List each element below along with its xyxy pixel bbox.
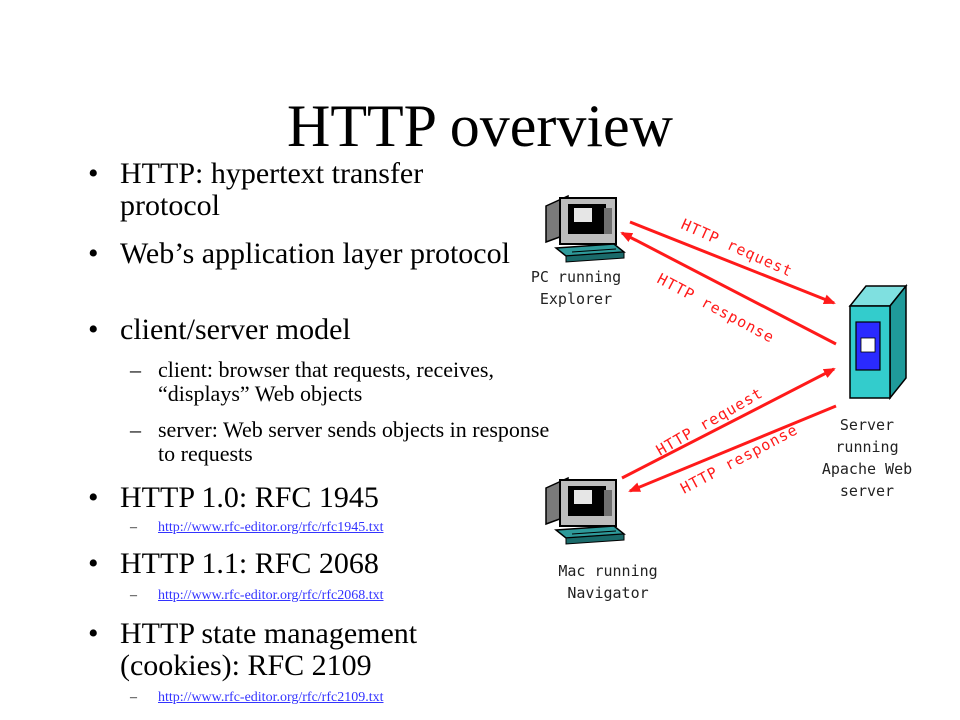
bullet-text: client/server model xyxy=(120,313,351,346)
bullet-dot: • xyxy=(88,313,99,346)
bullet-dot: • xyxy=(88,157,99,190)
server-icon xyxy=(848,283,908,401)
pc-label: PC running Explorer xyxy=(530,268,622,308)
subbullet-dash: – xyxy=(130,417,141,442)
bullet-dot: • xyxy=(88,547,99,580)
pc-computer-icon xyxy=(545,194,626,263)
bullet-text: Web’s application layer protocol xyxy=(120,237,510,270)
bullet-application-layer: • Web’s application layer protocol xyxy=(88,238,528,270)
bullet-text: HTTP: hypertext transfer protocol xyxy=(120,157,424,222)
bullet-client-server: • client/server model xyxy=(88,314,528,346)
subbullet-client: – client: browser that requests, receive… xyxy=(130,358,558,406)
subbullet-dash: – xyxy=(130,690,137,705)
subbullet-dash: – xyxy=(130,357,141,382)
bullet-dot: • xyxy=(88,481,99,514)
bullet-http-definition: • HTTP: hypertext transfer protocol xyxy=(88,158,528,222)
mac-response-arrow xyxy=(628,404,837,493)
bullet-text: HTTP 1.1: RFC 2068 xyxy=(120,547,379,580)
mac-computer-icon xyxy=(545,476,626,545)
mac-request-arrow xyxy=(621,367,836,480)
subbullet-rfc1945-link: – http://www.rfc-editor.org/rfc/rfc1945.… xyxy=(130,520,558,536)
rfc1945-link[interactable]: http://www.rfc-editor.org/rfc/rfc1945.tx… xyxy=(158,520,384,535)
bullet-dot: • xyxy=(88,617,99,650)
subbullet-text: client: browser that requests, receives,… xyxy=(158,357,494,406)
subbullet-dash: – xyxy=(130,588,137,603)
subbullet-rfc2109-link: – http://www.rfc-editor.org/rfc/rfc2109.… xyxy=(130,690,558,706)
pc-request-arrow xyxy=(629,220,836,305)
rfc2068-link[interactable]: http://www.rfc-editor.org/rfc/rfc2068.tx… xyxy=(158,588,384,603)
bullet-text: HTTP 1.0: RFC 1945 xyxy=(120,481,379,514)
bullet-state-management: • HTTP state management (cookies): RFC 2… xyxy=(88,618,528,682)
bullet-http11: • HTTP 1.1: RFC 2068 xyxy=(88,548,528,580)
pc-response-arrow xyxy=(620,231,837,346)
subbullet-dash: – xyxy=(130,520,137,535)
bullet-text: HTTP state management (cookies): RFC 210… xyxy=(120,617,418,682)
server-label: Server running Apache Web server xyxy=(821,416,913,500)
subbullet-rfc2068-link: – http://www.rfc-editor.org/rfc/rfc2068.… xyxy=(130,588,558,604)
mac-label: Mac running Navigator xyxy=(558,562,658,602)
bullet-http10: • HTTP 1.0: RFC 1945 xyxy=(88,482,528,514)
subbullet-server: – server: Web server sends objects in re… xyxy=(130,418,558,466)
subbullet-text: server: Web server sends objects in resp… xyxy=(158,417,550,466)
slide-title: HTTP overview xyxy=(286,93,673,159)
bullet-dot: • xyxy=(88,237,99,270)
rfc2109-link[interactable]: http://www.rfc-editor.org/rfc/rfc2109.tx… xyxy=(158,690,384,705)
